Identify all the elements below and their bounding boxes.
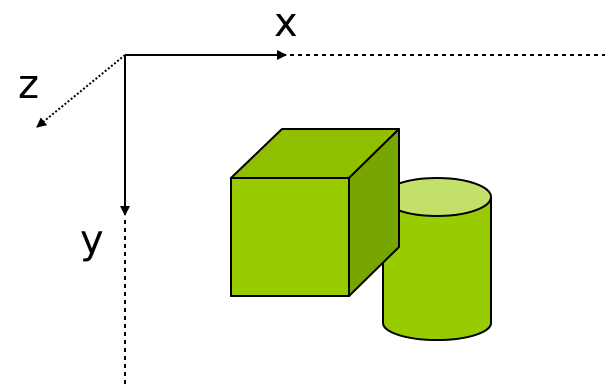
x-axis-label: x (274, 0, 298, 46)
cube (230, 128, 400, 297)
z-axis (36, 54, 126, 128)
cube-front-face (230, 177, 350, 297)
z-axis-label: z (18, 62, 39, 108)
y-axis-label: y (80, 217, 104, 263)
